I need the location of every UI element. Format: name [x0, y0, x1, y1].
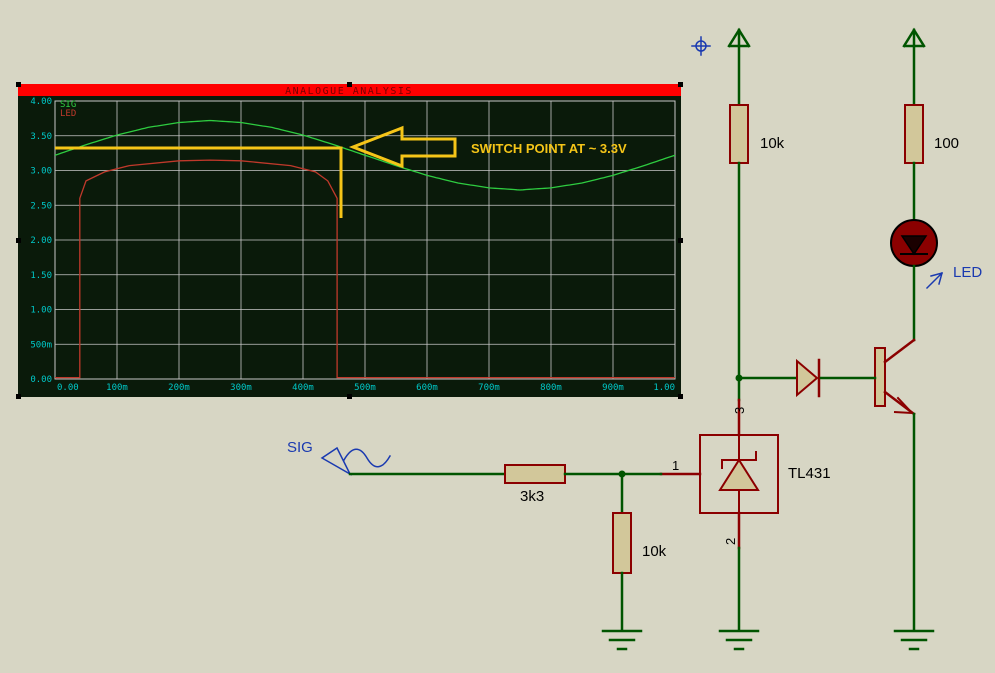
r-top-left-label: 10k [760, 135, 785, 152]
graph-title-bar [18, 84, 681, 96]
power-terminal-left-icon[interactable] [727, 27, 751, 107]
pin1-label: 1 [672, 458, 679, 473]
x-tick-label: 600m [416, 383, 438, 393]
handle-top-middle[interactable] [347, 82, 352, 87]
switch-point-label: SWITCH POINT AT ~ 3.3V [471, 141, 627, 156]
led-label: LED [953, 264, 982, 281]
transistor-base-icon [874, 347, 886, 407]
x-tick-label: 200m [168, 383, 190, 393]
y-tick-label: 500m [30, 340, 52, 350]
schematic: 10k 100 LED [287, 27, 982, 651]
y-axis-ticks: 0.00 500m 1.00 1.50 2.00 2.50 3.00 3.50 4.00 [30, 97, 52, 385]
zener-triangle-icon [718, 458, 760, 491]
resistor-10k-bottom[interactable]: 10k [612, 512, 667, 574]
tl431-regulator[interactable]: 3 TL431 1 2 [659, 398, 831, 550]
x-tick-label: 900m [602, 383, 624, 393]
graph-series [54, 119, 676, 379]
ground-icon [601, 629, 643, 651]
origin-crosshair-icon [691, 36, 711, 56]
handle-middle-left[interactable] [16, 238, 21, 243]
handle-bottom-right[interactable] [678, 394, 683, 399]
y-tick-label: 1.00 [30, 306, 52, 316]
y-tick-label: 4.00 [30, 97, 52, 107]
y-tick-label: 0.00 [30, 375, 52, 385]
legend-entry-sig: SIG [60, 100, 76, 110]
diode-triangle-icon [900, 235, 928, 256]
resistor-body-icon [504, 464, 566, 484]
generator-arrow-icon [320, 446, 352, 476]
graph-frame [18, 84, 681, 397]
r-bottom-label: 10k [642, 543, 667, 560]
switch-point-marker [55, 146, 343, 218]
resistor-body-icon [729, 104, 749, 164]
y-tick-label: 2.00 [30, 236, 52, 246]
sine-wave-icon [342, 448, 392, 468]
r-series-label: 3k3 [520, 488, 544, 505]
y-tick-label: 3.00 [30, 167, 52, 177]
switch-point-annotation: SWITCH POINT AT ~ 3.3V [55, 125, 627, 218]
diode[interactable] [796, 358, 821, 398]
handle-bottom-left[interactable] [16, 394, 21, 399]
arrow-left-icon [348, 125, 457, 169]
collector-lead [883, 338, 916, 364]
x-tick-label: 700m [478, 383, 500, 393]
resistor-100[interactable]: 100 [904, 104, 959, 164]
handle-top-right[interactable] [678, 82, 683, 87]
graph-title: ANALOGUE ANALYSIS [285, 86, 413, 97]
graph-resize-handles[interactable] [16, 82, 683, 399]
power-terminal-right-icon[interactable] [902, 27, 926, 107]
ground-icon [718, 629, 760, 651]
led[interactable]: LED [890, 219, 982, 290]
handle-middle-right[interactable] [678, 238, 683, 243]
x-tick-label: 800m [540, 383, 562, 393]
y-tick-label: 2.50 [30, 201, 52, 211]
graph-grid [54, 100, 676, 380]
legend-entry-led: LED [60, 109, 76, 119]
x-axis-ticks: 0.00 100m 200m 300m 400m 500m 600m 700m 800m 900m… [57, 383, 675, 393]
y-tick-label: 1.50 [30, 271, 52, 281]
handle-bottom-middle[interactable] [347, 394, 352, 399]
resistor-body-icon [612, 512, 632, 574]
pin2-label: 2 [723, 538, 738, 545]
x-tick-label: 0.00 [57, 383, 79, 393]
npn-transistor[interactable] [874, 338, 916, 416]
sig-label: SIG [287, 439, 313, 456]
x-tick-label: 1.00 [653, 383, 675, 393]
x-tick-label: 500m [354, 383, 376, 393]
resistor-3k3[interactable]: 3k3 [504, 464, 566, 505]
x-tick-label: 400m [292, 383, 314, 393]
handle-top-left[interactable] [16, 82, 21, 87]
ic-label: TL431 [788, 465, 831, 482]
resistor-10k-top[interactable]: 10k [729, 104, 785, 164]
x-tick-label: 100m [106, 383, 128, 393]
x-tick-label: 300m [230, 383, 252, 393]
resistor-body-icon [904, 104, 924, 164]
led-probe-arrow-icon [925, 271, 944, 290]
series-line-sig [54, 119, 676, 191]
pin3-label: 3 [732, 407, 747, 414]
series-line-led [55, 159, 675, 379]
diode-triangle-icon [796, 358, 819, 398]
emitter-arrow-icon [893, 396, 915, 415]
y-tick-label: 3.50 [30, 132, 52, 142]
ground-icon [893, 629, 935, 651]
r-top-right-label: 100 [934, 135, 959, 152]
analogue-analysis-graph[interactable]: ANALOGUE ANALYSIS 0.00 500m 1.00 1.50 2.00 2.… [16, 82, 683, 399]
sig-generator[interactable]: SIG [287, 439, 392, 476]
